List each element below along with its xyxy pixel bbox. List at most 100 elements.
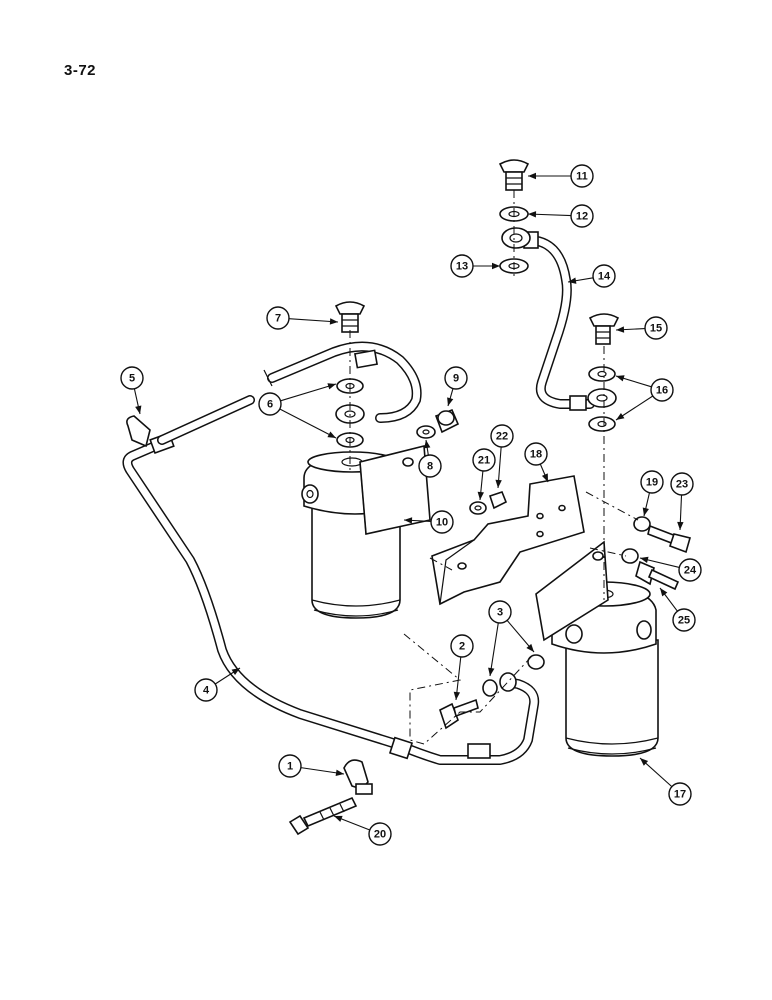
washer-24 [621,548,639,564]
arrowhead [642,507,649,516]
callout-circle-4 [194,678,218,702]
nut-22 [488,491,508,510]
arrowhead [526,643,534,652]
callout-circle-25 [672,608,696,632]
arrowhead [329,318,338,325]
arrowhead [528,211,537,218]
leader-line [279,408,337,439]
arrowhead [640,556,649,563]
callout-label-6: 6 [267,399,273,411]
callout-label-17: 17 [674,789,686,801]
callout-circle-15 [644,316,668,340]
washers-16 [587,366,617,432]
callout-label-3: 3 [497,607,503,619]
mounting-bracket [431,475,585,606]
arrowhead [541,473,548,482]
fuel-pipe-upper-left [157,341,422,445]
callout-circle-1 [278,754,302,778]
callout-circle-22 [490,424,514,448]
leader-line [489,622,499,677]
arrowhead [335,769,344,776]
clip-5 [126,415,151,448]
callout-circle-20 [368,822,392,846]
clamp-1 [343,759,373,795]
callout-circle-8 [418,454,442,478]
arrowhead [477,491,484,500]
callout-circle-23 [670,472,694,496]
banjo-bolt-7 [334,301,366,333]
callout-circle-5 [120,366,144,390]
banjo-bolt-11 [498,159,530,191]
arrowhead [334,815,343,822]
callout-label-4: 4 [203,685,210,697]
callout-label-20: 20 [374,829,386,841]
bolt-2 [439,698,479,730]
callouts: 1234567891011121314151617181920212223242… [120,164,702,846]
callout-label-9: 9 [453,373,459,385]
leader-line [280,383,337,402]
arrowhead [447,397,454,406]
plug-9 [434,408,460,434]
arrowhead [424,440,431,449]
arrowhead [568,277,577,284]
arrowhead [492,262,500,270]
callout-circle-12 [570,204,594,228]
arrowhead [327,431,336,438]
callout-circle-2 [450,634,474,658]
callout-label-7: 7 [275,313,281,325]
callout-label-22: 22 [496,431,508,443]
right-fuel-filter [535,540,659,757]
banjo-fitting-top [501,227,531,249]
callout-label-24: 24 [684,565,697,577]
arrowhead [495,479,502,488]
arrowhead [677,521,684,530]
callout-circle-19 [640,470,664,494]
bolt-20 [288,796,358,836]
callout-circle-9 [444,366,468,390]
callout-circle-16 [650,378,674,402]
callout-label-14: 14 [598,271,611,283]
callout-label-10: 10 [436,517,448,529]
callout-label-5: 5 [129,373,135,385]
callout-label-23: 23 [676,479,688,491]
callout-label-15: 15 [650,323,662,335]
callout-circle-14 [592,264,616,288]
callout-label-21: 21 [478,455,490,467]
left-fuel-filter [301,444,431,619]
bolt-23 [647,524,691,554]
callout-label-1: 1 [287,761,293,773]
callout-label-25: 25 [678,615,690,627]
callout-label-13: 13 [456,261,468,273]
washer-21 [469,501,487,515]
callout-circle-11 [570,164,594,188]
callout-circle-3 [488,600,512,624]
callout-label-8: 8 [427,461,433,473]
washer-19 [633,516,651,532]
callout-circle-18 [524,442,548,466]
arrowhead [660,588,668,597]
callout-circle-17 [668,782,692,806]
page-number: 3-72 [64,62,97,79]
callout-label-2: 2 [459,641,465,653]
arrowhead [231,668,240,676]
arrowhead [404,517,413,524]
arrowhead [616,412,625,420]
callout-label-19: 19 [646,477,658,489]
callout-label-12: 12 [576,211,588,223]
bolt-25 [635,560,680,591]
callout-circle-13 [450,254,474,278]
arrowhead [528,172,536,180]
arrowhead [135,405,142,414]
arrowhead [327,383,336,390]
callout-label-16: 16 [656,385,668,397]
arrowhead [640,758,649,766]
callout-circle-10 [430,510,454,534]
callout-label-11: 11 [576,171,588,183]
arrowhead [453,691,461,700]
arrowhead [616,375,625,382]
leader-line [288,318,339,323]
callout-circle-21 [472,448,496,472]
callout-label-18: 18 [530,449,542,461]
fuel-pipe-right [523,231,595,411]
